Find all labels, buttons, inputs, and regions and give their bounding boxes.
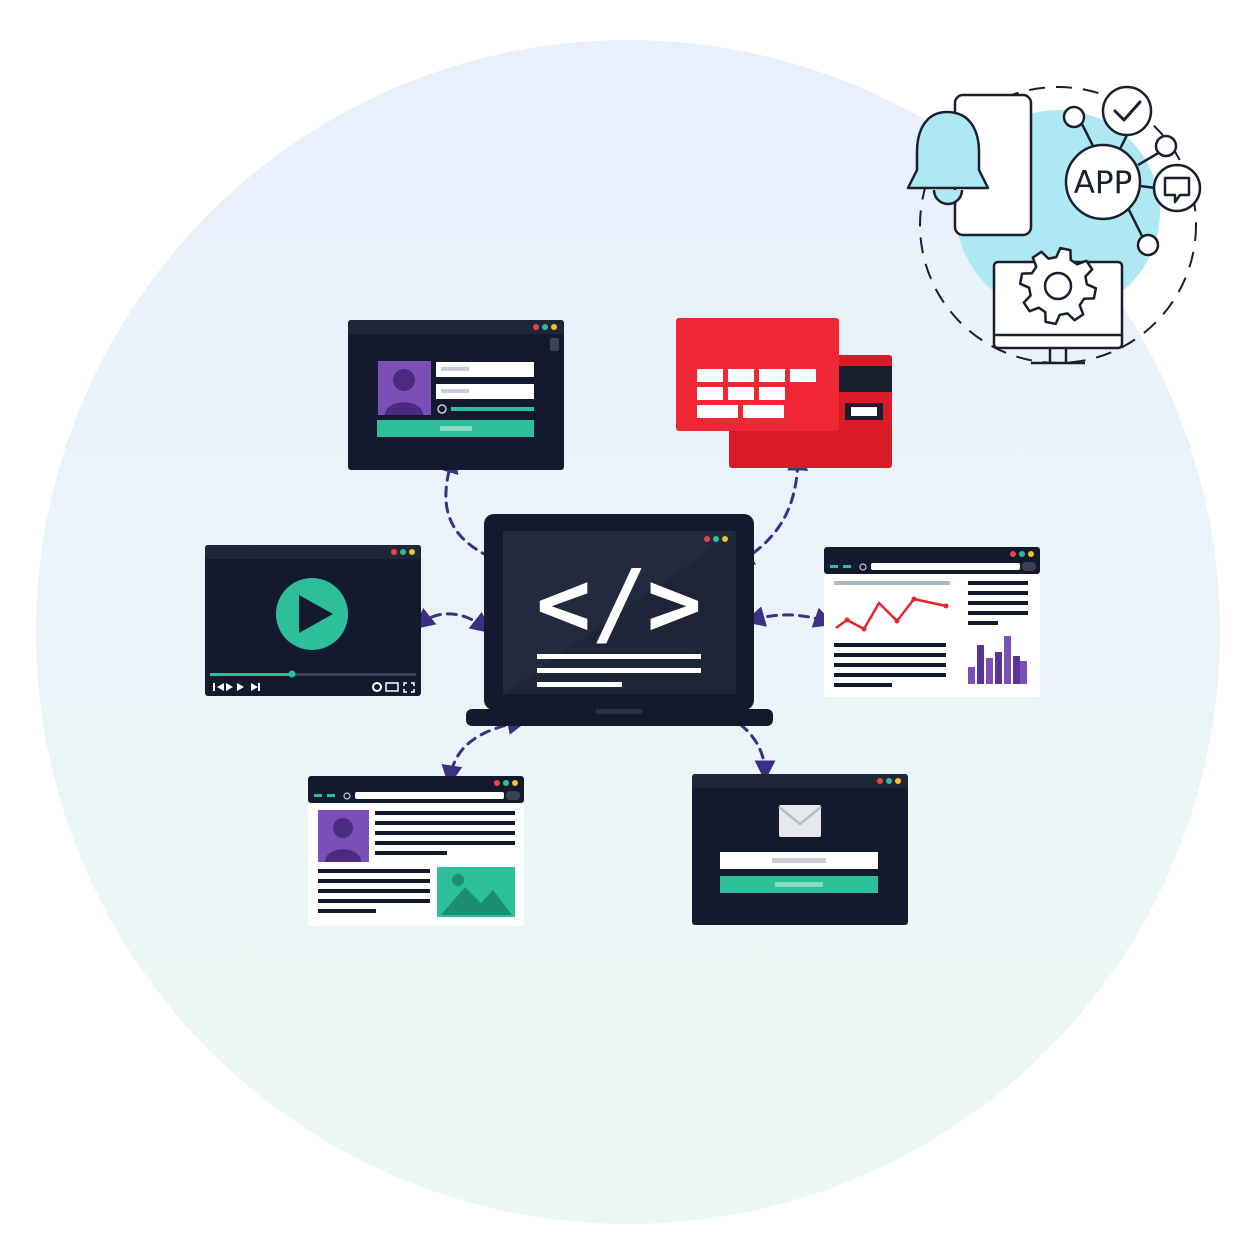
- window-dot-yellow: [409, 549, 415, 555]
- name-field: [436, 362, 534, 377]
- analytics-window: [824, 547, 1040, 697]
- window-dot-green: [713, 536, 719, 542]
- bar-chart-icon: [968, 636, 1027, 684]
- app-circle: [1064, 143, 1142, 221]
- window-dot-green: [1019, 551, 1025, 557]
- node-dot-2: [1154, 134, 1178, 158]
- theater-icon: [385, 682, 399, 692]
- code-symbol: </>: [536, 550, 702, 657]
- node-dot-1: [1062, 105, 1086, 129]
- window-dot-green: [542, 324, 548, 330]
- address-bar: [355, 792, 504, 799]
- window-dot-red: [1010, 551, 1016, 557]
- arrow-to-video-player: [413, 607, 492, 634]
- card-front: [676, 318, 839, 431]
- window-dot-yellow: [895, 778, 901, 784]
- window-dot-yellow: [722, 536, 728, 542]
- node-dot-3: [1136, 233, 1160, 257]
- line-chart-icon: [835, 596, 949, 632]
- window-dot-yellow: [512, 780, 518, 786]
- card-stripe: [839, 366, 892, 392]
- settings-icon: [372, 682, 382, 692]
- progress-track: [210, 673, 416, 676]
- payment-card-icon: [676, 318, 892, 468]
- player-controls: [213, 682, 415, 693]
- window-dot-yellow: [551, 324, 557, 330]
- window-dot-green: [886, 778, 892, 784]
- gear-icon: [1018, 246, 1098, 326]
- window-dot-red: [391, 549, 397, 555]
- window-dot-yellow: [1028, 551, 1034, 557]
- email-form-window: [692, 774, 908, 925]
- window-dot-green: [503, 780, 509, 786]
- code-line: [537, 668, 701, 673]
- envelope-icon: [778, 805, 822, 837]
- forward-icon: [237, 683, 244, 691]
- app-label: APP: [1074, 165, 1133, 201]
- blog-page-window: [308, 776, 524, 926]
- address-bar: [871, 563, 1020, 570]
- profile-form-window: [348, 320, 564, 470]
- video-player-window: [205, 545, 421, 696]
- app-badge: APP: [906, 85, 1202, 365]
- chat-icon: [1152, 163, 1202, 213]
- code-line: [537, 682, 622, 687]
- bell-icon: [906, 110, 990, 206]
- laptop: </>: [466, 514, 773, 726]
- scrollbar: [550, 338, 559, 351]
- progress-knob: [288, 670, 296, 678]
- window-dot-red: [533, 324, 539, 330]
- code-line: [537, 654, 701, 659]
- window-dot-red: [704, 536, 710, 542]
- play-small-icon: [226, 683, 233, 691]
- arrow-to-blog-page: [441, 714, 529, 787]
- rewind-icon: [213, 683, 224, 691]
- arrow-to-analytics: [743, 606, 835, 628]
- radio-option: [437, 404, 447, 414]
- window-dot-red: [877, 778, 883, 784]
- person-icon: [378, 361, 431, 415]
- progress-fill: [210, 673, 292, 676]
- window-dot-green: [400, 549, 406, 555]
- person-icon: [318, 810, 369, 862]
- skip-icon: [251, 683, 260, 691]
- window-dot-red: [494, 780, 500, 786]
- play-icon: [276, 578, 348, 650]
- image-icon: [437, 867, 515, 917]
- laptop-base: [466, 709, 773, 726]
- check-icon: [1101, 85, 1153, 137]
- fullscreen-icon: [403, 682, 415, 693]
- email-field: [436, 384, 534, 399]
